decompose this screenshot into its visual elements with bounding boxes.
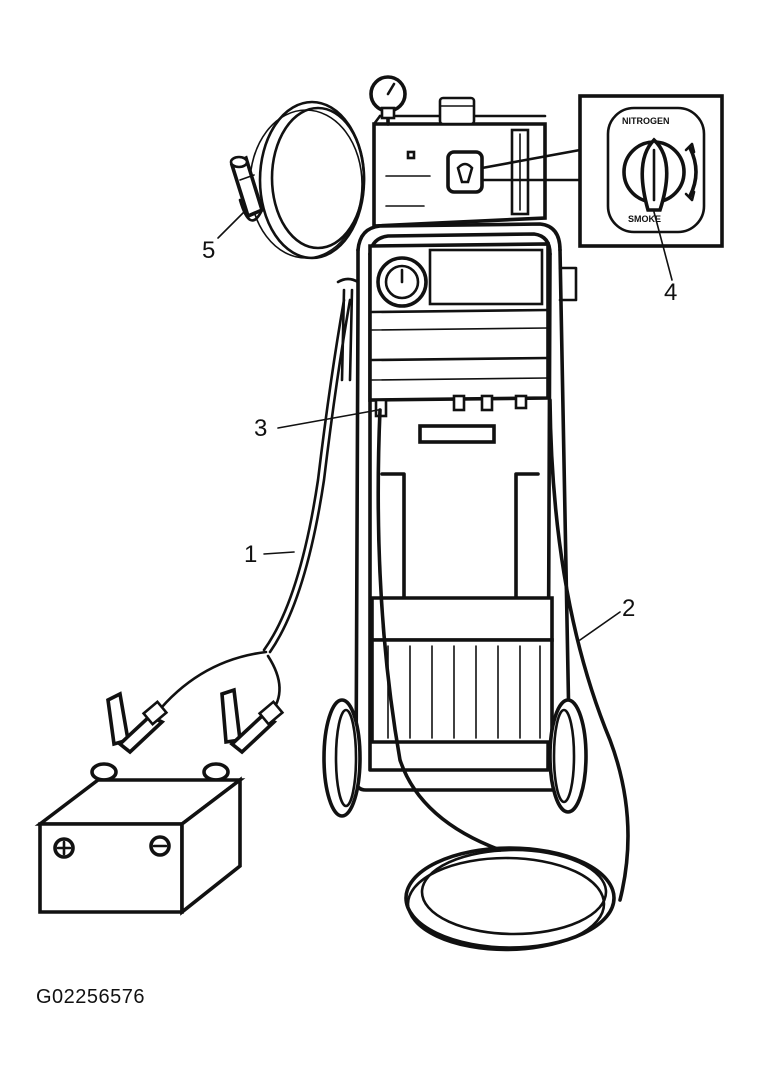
smoke-supply-hose bbox=[376, 398, 630, 952]
selector-label-smoke: SMOKE bbox=[628, 214, 661, 224]
callout-1: 1 bbox=[244, 541, 295, 568]
battery-cable bbox=[154, 298, 352, 716]
callout-1-label: 1 bbox=[244, 541, 257, 568]
nozzle-hose-coil bbox=[238, 100, 366, 260]
fluid-fill-cap bbox=[438, 96, 476, 126]
selector-label-nitrogen: NITROGEN bbox=[622, 116, 670, 126]
callout-3-label: 3 bbox=[254, 415, 267, 442]
left-wheel bbox=[322, 698, 362, 818]
battery-clamp-left bbox=[90, 691, 169, 782]
lower-bin bbox=[370, 472, 554, 744]
callout-3: 3 bbox=[254, 409, 379, 442]
figure-id-label: G02256576 bbox=[36, 986, 146, 1008]
side-hose-holder bbox=[336, 277, 360, 382]
callout-2-label: 2 bbox=[622, 595, 635, 622]
callout-5: 5 bbox=[202, 209, 247, 264]
battery bbox=[34, 776, 246, 916]
callout-2: 2 bbox=[579, 595, 635, 641]
pressure-gauge bbox=[369, 75, 407, 126]
callout-4-label: 4 bbox=[664, 279, 677, 306]
smoke-nozzle bbox=[229, 155, 265, 219]
battery-clamp-right bbox=[202, 687, 285, 782]
callout-5-label: 5 bbox=[202, 237, 215, 264]
top-control-unit bbox=[372, 114, 547, 228]
right-wheel bbox=[548, 698, 588, 814]
selector-detail-inset: NITROGEN SMOKE bbox=[480, 94, 724, 248]
main-cabinet bbox=[368, 242, 550, 444]
callout-4: 4 bbox=[653, 211, 677, 306]
